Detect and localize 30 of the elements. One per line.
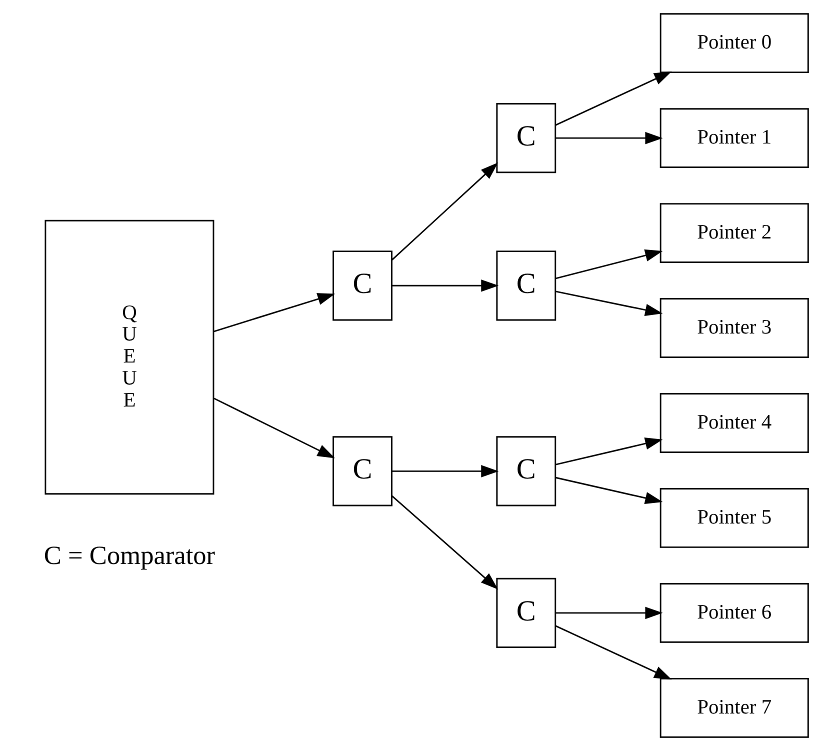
node-box: Pointer 2 [659, 203, 808, 263]
arrow [390, 162, 498, 260]
node-box: C [496, 578, 556, 648]
arrow [213, 398, 334, 458]
arrow [391, 465, 498, 478]
node-box: Pointer 6 [659, 582, 808, 643]
node-box: Pointer 7 [659, 678, 808, 738]
node-box: C [332, 436, 392, 506]
node-box: C [496, 250, 556, 321]
arrow [555, 476, 662, 504]
node-box: Q U E U E [44, 220, 214, 495]
node-box: Pointer 4 [659, 393, 808, 453]
arrow [555, 290, 662, 316]
arrow [555, 132, 662, 144]
arrow [555, 249, 662, 280]
arrow [554, 71, 672, 126]
arrow [555, 606, 662, 620]
node-box: Pointer 3 [659, 298, 808, 358]
node-box: Pointer 5 [659, 488, 808, 548]
node-box: C [496, 103, 556, 174]
node-box: Pointer 0 [659, 13, 808, 74]
arrow [213, 293, 335, 332]
node-box: C [332, 250, 392, 321]
arrow [554, 625, 672, 680]
arrow [555, 438, 662, 466]
arrow [391, 280, 498, 292]
label: C = Comparator [43, 540, 215, 570]
node-box: Pointer 1 [659, 108, 808, 168]
node-box: C [496, 436, 556, 506]
arrow [391, 495, 498, 590]
